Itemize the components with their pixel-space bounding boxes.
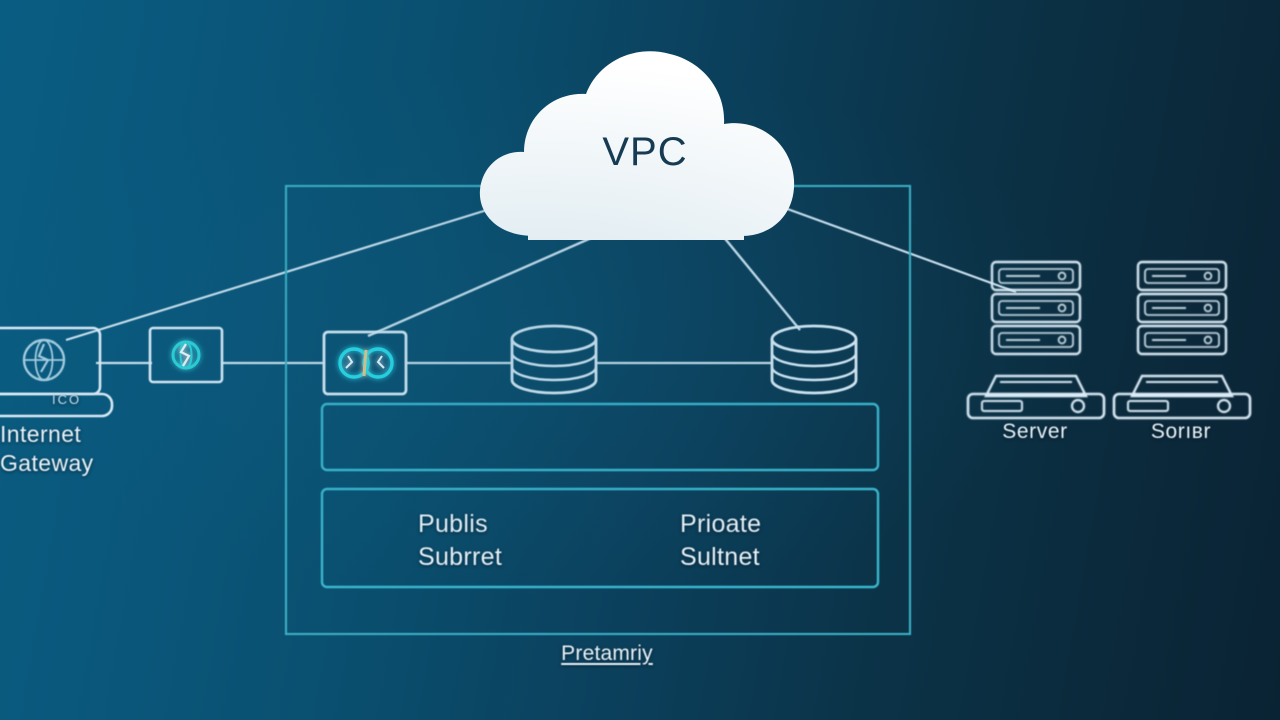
link-cloud-to-private-database bbox=[721, 234, 801, 331]
globe-icon bbox=[22, 338, 66, 382]
database-public[interactable] bbox=[510, 324, 598, 395]
vpc-cloud[interactable] bbox=[479, 51, 795, 240]
server-unit bbox=[1112, 374, 1252, 420]
vpc-boundary-rect bbox=[284, 184, 912, 636]
subnets-box bbox=[320, 487, 880, 589]
rack-unit bbox=[990, 260, 1082, 292]
server-label-2: Sorıвr bbox=[1150, 420, 1212, 443]
vpc-label: VPC bbox=[602, 130, 688, 174]
boundary-caption: Pretamriy bbox=[561, 642, 653, 665]
link-cloud-to-laptop bbox=[65, 204, 501, 342]
laptop[interactable] bbox=[0, 326, 114, 418]
database-cylinder-icon bbox=[770, 324, 858, 395]
rack-unit bbox=[1136, 292, 1228, 324]
laptop-base-text: ICO bbox=[52, 392, 82, 407]
rack-unit bbox=[990, 292, 1082, 324]
database-private[interactable] bbox=[770, 324, 858, 395]
internet-gateway-box[interactable] bbox=[148, 326, 224, 384]
link-cloud-to-servers bbox=[781, 205, 1017, 294]
server-rack-1[interactable] bbox=[966, 260, 1106, 420]
globe-icon bbox=[171, 340, 201, 370]
internet-gateway-label: Internet Gateway bbox=[0, 421, 94, 476]
server-unit bbox=[966, 374, 1106, 420]
link-cloud-to-router bbox=[367, 233, 599, 338]
rack-unit bbox=[1136, 260, 1228, 292]
route-band-box bbox=[320, 402, 880, 472]
server-rack-2[interactable] bbox=[1112, 260, 1252, 420]
public-subnet-label: Publis Subrret bbox=[418, 510, 503, 571]
private-subnet-label: Prioate Sultnet bbox=[680, 510, 762, 571]
vpc-cloud-label-group: VPC bbox=[470, 52, 820, 242]
rack-unit bbox=[990, 324, 1082, 356]
router-box[interactable] bbox=[322, 330, 408, 396]
server-label-1: Server bbox=[1002, 420, 1068, 443]
rack-unit bbox=[1136, 324, 1228, 356]
router-icon bbox=[338, 347, 394, 379]
database-cylinder-icon bbox=[510, 324, 598, 395]
